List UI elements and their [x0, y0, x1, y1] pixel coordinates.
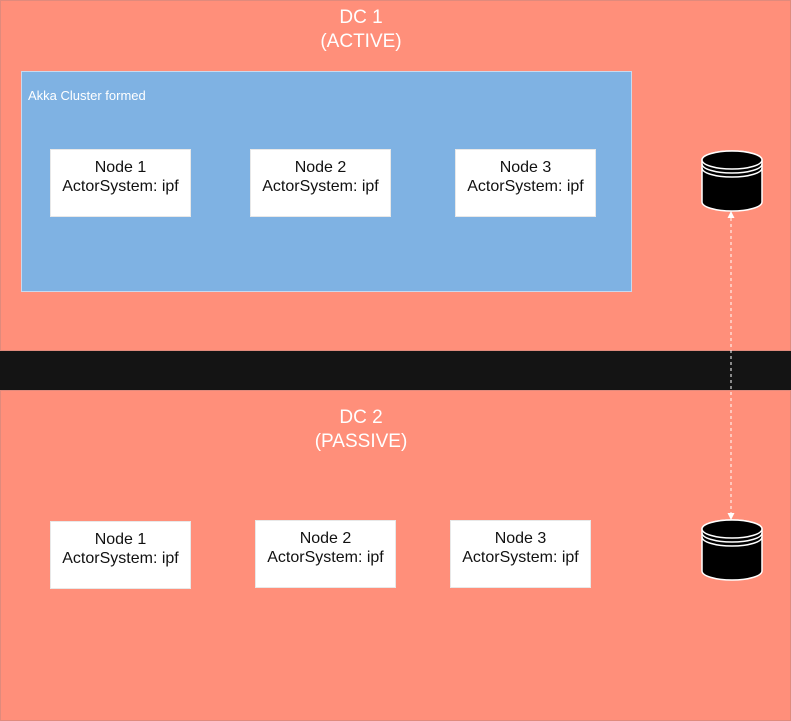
dc1-node-2: Node 2 ActorSystem: ipf [250, 149, 391, 217]
dc2-node-3: Node 3 ActorSystem: ipf [450, 520, 591, 588]
dc2-status: (PASSIVE) [314, 431, 408, 452]
dc1-node-3: Node 3 ActorSystem: ipf [455, 149, 596, 217]
node-actor-system: ActorSystem: ipf [262, 178, 379, 195]
dc1-name: DC 1 [339, 7, 383, 28]
dc2-name: DC 2 [339, 407, 383, 428]
node-actor-system: ActorSystem: ipf [267, 549, 384, 566]
node-name: Node 1 [94, 159, 147, 176]
node-name: Node 2 [294, 159, 347, 176]
dc2-title: DC 2 (PASSIVE) [1, 406, 721, 454]
node-name: Node 3 [499, 159, 552, 176]
database-icon [701, 150, 763, 212]
node-actor-system: ActorSystem: ipf [467, 178, 584, 195]
node-name: Node 1 [94, 531, 147, 548]
node-name: Node 2 [299, 530, 352, 547]
dc2-node-1: Node 1 ActorSystem: ipf [50, 521, 191, 589]
datacenter-2: DC 2 (PASSIVE) Node 1 ActorSystem: ipf N… [0, 390, 791, 721]
node-actor-system: ActorSystem: ipf [462, 549, 579, 566]
node-name: Node 3 [494, 530, 547, 547]
node-actor-system: ActorSystem: ipf [62, 550, 179, 567]
dc1-title: DC 1 (ACTIVE) [1, 6, 721, 54]
node-actor-system: ActorSystem: ipf [62, 178, 179, 195]
dc1-node-1: Node 1 ActorSystem: ipf [50, 149, 191, 217]
cluster-label: Akka Cluster formed [28, 88, 146, 103]
dc2-node-2: Node 2 ActorSystem: ipf [255, 520, 396, 588]
dc1-status: (ACTIVE) [320, 31, 402, 52]
database-icon [701, 519, 763, 581]
datacenter-1: DC 1 (ACTIVE) Akka Cluster formed Node 1… [0, 0, 791, 351]
